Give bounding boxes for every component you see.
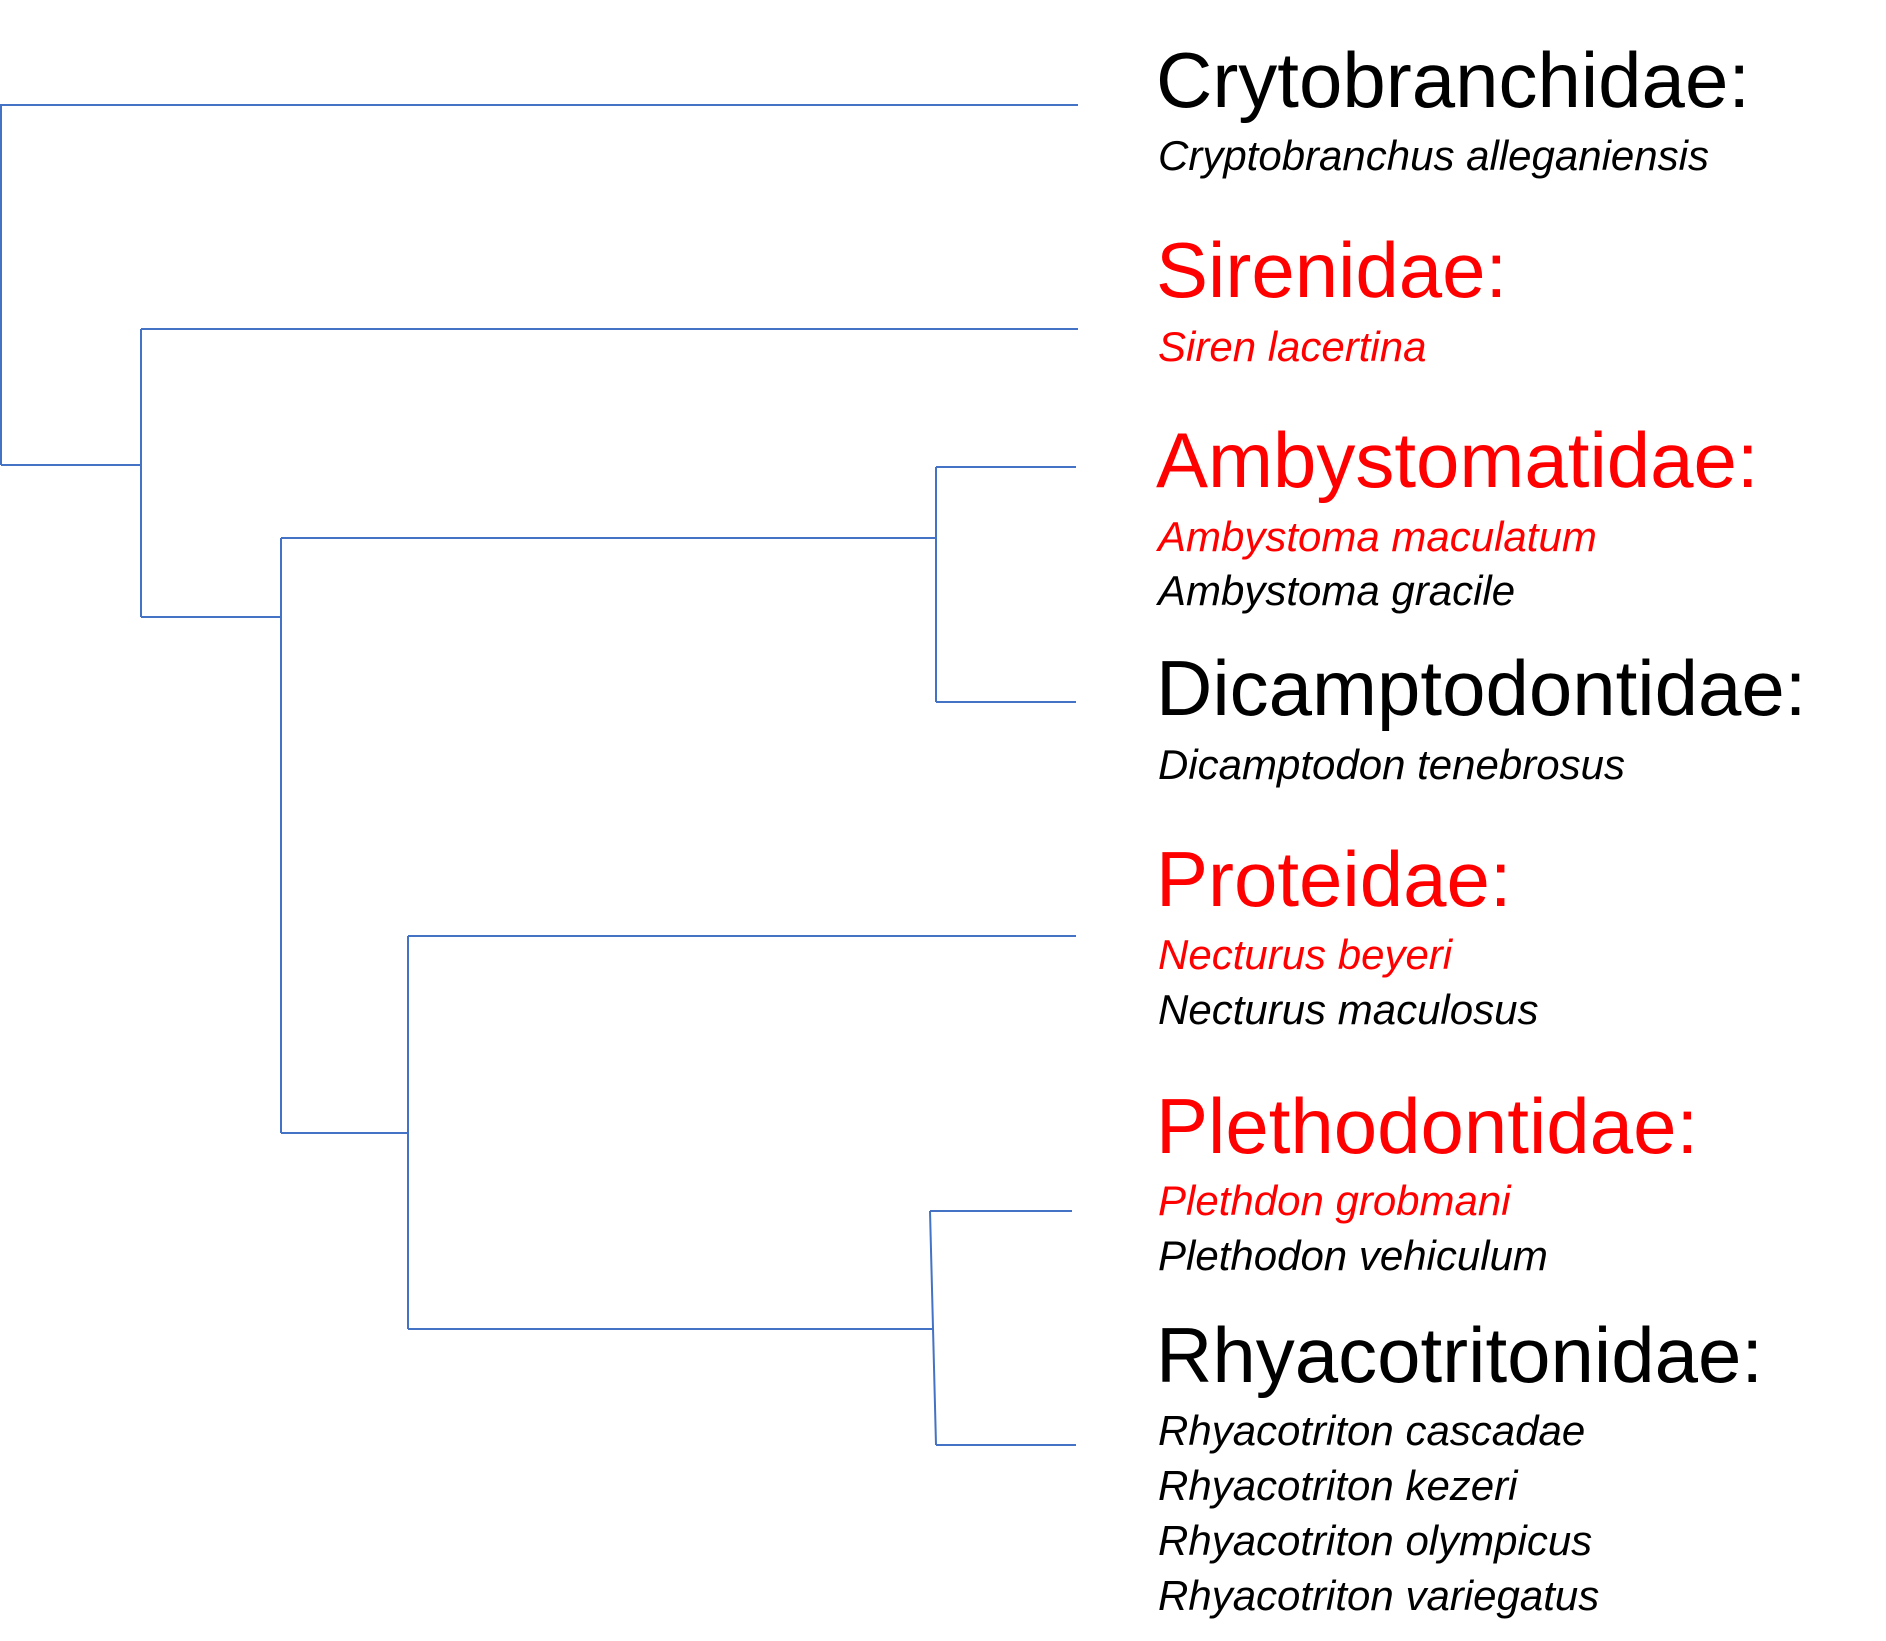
species-label-rhyacotriton-kezeri: Rhyacotriton kezeri <box>1158 1462 1518 1509</box>
species-label-ambystoma-maculatum: Ambystoma maculatum <box>1158 513 1597 560</box>
species-label-dicamptodon-tenebrosus: Dicamptodon tenebrosus <box>1158 741 1625 788</box>
species-label-siren-lacertina: Siren lacertina <box>1158 323 1427 370</box>
family-label-rhyacotritonidae: Rhyacotritonidae: <box>1156 1311 1764 1399</box>
family-label-crytobranchidae: Crytobranchidae: <box>1156 36 1750 124</box>
species-label-rhyacotriton-olympicus: Rhyacotriton olympicus <box>1158 1517 1593 1564</box>
species-label-ambystoma-gracile: Ambystoma gracile <box>1158 567 1516 614</box>
species-label-cryptobranchus-alleganiensis: Cryptobranchus alleganiensis <box>1158 132 1709 179</box>
family-label-ambystomatidae: Ambystomatidae: <box>1156 416 1759 504</box>
species-label-necturus-beyeri: Necturus beyeri <box>1158 931 1453 978</box>
species-label-plethdon-grobmani: Plethdon grobmani <box>1158 1177 1511 1224</box>
species-label-plethodon-vehiculum: Plethodon vehiculum <box>1158 1232 1548 1279</box>
family-label-dicamptodontidae: Dicamptodontidae: <box>1156 644 1807 732</box>
family-label-sirenidae: Sirenidae: <box>1156 226 1508 314</box>
family-label-plethodontidae: Plethodontidae: <box>1156 1082 1699 1170</box>
species-label-necturus-maculosus: Necturus maculosus <box>1158 986 1539 1033</box>
species-label-rhyacotriton-cascadae: Rhyacotriton cascadae <box>1158 1407 1586 1454</box>
species-label-rhyacotriton-variegatus: Rhyacotriton variegatus <box>1158 1572 1600 1619</box>
family-label-proteidae: Proteidae: <box>1156 835 1512 923</box>
